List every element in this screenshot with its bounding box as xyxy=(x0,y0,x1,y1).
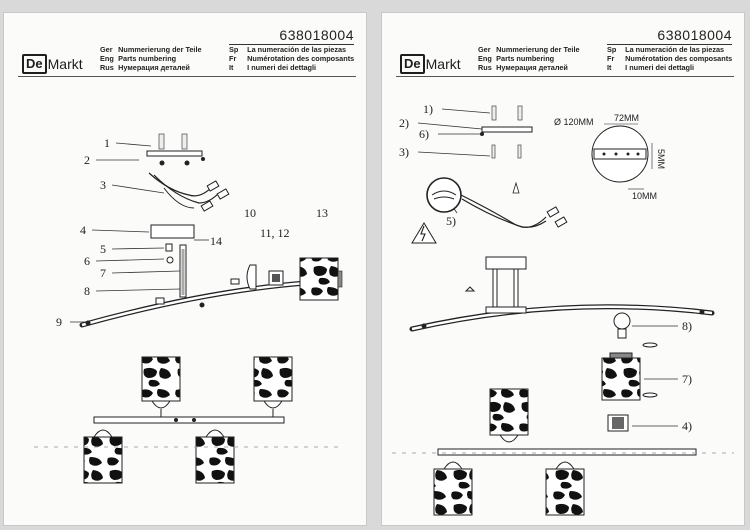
part-label: 6) xyxy=(419,127,429,141)
parts-numbering-header: Ger Nummerierung der Teile Sp La numerac… xyxy=(478,45,736,72)
lang-text: Нумерация деталей xyxy=(118,63,190,72)
lang-text: Нумерация деталей xyxy=(496,63,568,72)
part-label: 6 xyxy=(84,254,90,268)
header-row: Ger Nummerierung der Teile Sp La numerac… xyxy=(100,45,358,54)
part-label: 8 xyxy=(84,284,90,298)
dimension-height: 5MM xyxy=(656,149,666,169)
lang-text: Parts numbering xyxy=(496,54,555,63)
exploded-parts-drawing xyxy=(34,133,344,484)
header-row: Rus Нумерация деталей It I numeri dei de… xyxy=(100,63,358,72)
part-label: 5) xyxy=(446,214,456,228)
parts-numbering-header: Ger Nummerierung der Teile Sp La numerac… xyxy=(100,45,358,72)
part-label: 7 xyxy=(100,266,106,280)
header-row: Ger Nummerierung der Teile Sp La numerac… xyxy=(478,45,736,54)
lang-text: Numérotation des composants xyxy=(247,54,355,63)
part-label: 2 xyxy=(84,153,90,167)
header-row: Eng Parts numbering Fr Numérotation des … xyxy=(100,54,358,63)
lang-text: Nummerierung der Teile xyxy=(118,45,202,54)
assembly-drawing xyxy=(392,105,734,516)
part-label: 4 xyxy=(80,223,86,237)
part-label: 1) xyxy=(423,102,433,116)
part-label: 11, 12 xyxy=(260,226,290,240)
lang-text: Nummerierung der Teile xyxy=(496,45,580,54)
part-label: 13 xyxy=(316,206,328,220)
lang-code: It xyxy=(229,63,234,72)
header-rule xyxy=(396,76,734,77)
article-code: 638018004 xyxy=(607,27,732,45)
dimension-offset: 10MM xyxy=(632,191,658,201)
part-label: 5 xyxy=(100,242,106,256)
lang-text: I numeri dei dettagli xyxy=(625,63,695,72)
lang-text: I numeri dei dettagli xyxy=(247,63,317,72)
dimension-diameter: Ø 120MM xyxy=(554,117,594,127)
lang-code: Eng xyxy=(478,54,492,63)
header-row: Rus Нумерация деталей It I numeri dei de… xyxy=(478,63,736,72)
lang-text: La numeración de las piezas xyxy=(247,45,347,54)
logo-boxed-text: De xyxy=(400,54,425,74)
logo-text: Markt xyxy=(425,56,461,72)
part-label: 7) xyxy=(682,372,692,386)
part-label: 8) xyxy=(682,319,692,333)
lang-text: Numérotation des composants xyxy=(625,54,733,63)
part-label: 14 xyxy=(210,234,222,248)
part-label: 4) xyxy=(682,419,692,433)
lang-code: Ger xyxy=(100,45,113,54)
lang-text: Parts numbering xyxy=(118,54,177,63)
lang-code: Ger xyxy=(478,45,491,54)
lang-text: La numeración de las piezas xyxy=(625,45,725,54)
article-code: 638018004 xyxy=(229,27,354,45)
header-row: Eng Parts numbering Fr Numérotation des … xyxy=(478,54,736,63)
part-label: 10 xyxy=(244,206,256,220)
lang-code: Fr xyxy=(229,54,237,63)
part-label: 9 xyxy=(56,315,62,329)
part-label: 3 xyxy=(100,178,106,192)
part-label: 2) xyxy=(399,116,409,130)
lang-code: It xyxy=(607,63,612,72)
logo-boxed-text: De xyxy=(22,54,47,74)
lang-code: Fr xyxy=(607,54,615,63)
logo-text: Markt xyxy=(47,56,83,72)
lang-code: Eng xyxy=(100,54,114,63)
lang-code: Rus xyxy=(100,63,114,72)
header-rule xyxy=(18,76,356,77)
lang-code: Sp xyxy=(607,45,617,54)
part-label: 3) xyxy=(399,145,409,159)
part-label: 1 xyxy=(104,136,110,150)
lang-code: Sp xyxy=(229,45,239,54)
dimension-width: 72MM xyxy=(614,113,640,123)
lang-code: Rus xyxy=(478,63,492,72)
